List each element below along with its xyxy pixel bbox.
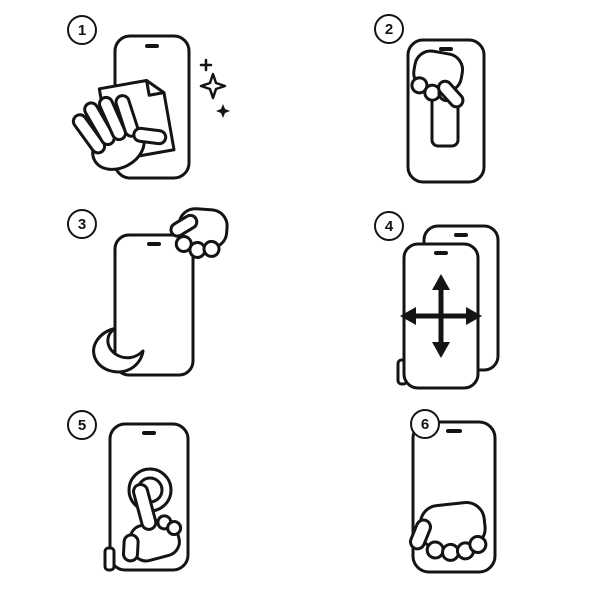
peel-tab-illustration [406, 38, 486, 184]
pull-tab [103, 546, 116, 572]
step-2: 2 [362, 14, 600, 209]
phone-outline [113, 233, 195, 377]
step-4: 4 [364, 211, 600, 406]
step-number: 4 [384, 217, 394, 235]
step-4-illustration [364, 222, 534, 397]
wiping-hand-icon [71, 94, 168, 171]
step-number-badge: 3 [67, 209, 97, 239]
speaker-slot [454, 233, 468, 237]
step-3-illustration [85, 207, 255, 382]
step-number: 5 [77, 416, 87, 434]
step-number: 1 [77, 21, 87, 39]
step-number-badge: 1 [67, 15, 97, 45]
alignment-arrows-icon [400, 274, 482, 358]
wipe-screen-illustration [71, 34, 230, 180]
step-number: 2 [384, 20, 394, 38]
step-number-badge: 2 [374, 14, 404, 44]
pinching-hand-icon [410, 49, 465, 109]
tapping-hand-icon [121, 482, 183, 563]
step-2-illustration [362, 34, 532, 209]
pressing-hand-icon [408, 501, 488, 562]
speaker-slot [147, 242, 161, 246]
step-number-badge: 4 [374, 211, 404, 241]
step-3: 3 [67, 207, 317, 402]
holding-hand-icon [92, 327, 145, 374]
step-6: 6 [365, 409, 600, 600]
step-number: 6 [420, 415, 430, 433]
step-1: 1 [63, 15, 313, 210]
step-1-illustration [63, 30, 233, 205]
step-number-badge: 5 [67, 410, 97, 440]
smooth-screen-illustration [408, 420, 497, 574]
speaker-slot [439, 47, 453, 51]
step-number: 3 [77, 215, 87, 233]
sparkles-icon [199, 58, 230, 118]
step-6-illustration [365, 418, 535, 593]
speaker-slot [142, 431, 156, 435]
speaker-cutout [434, 251, 448, 255]
align-protector-illustration [396, 224, 500, 390]
speaker-slot [145, 44, 159, 48]
step-5-illustration [64, 420, 234, 595]
remove-film-illustration [92, 207, 229, 377]
press-center-illustration [103, 422, 190, 572]
step-5: 5 [64, 410, 314, 600]
peeling-hand-icon [169, 207, 229, 259]
speaker-slot [446, 429, 462, 433]
step-number-badge: 6 [410, 409, 440, 439]
